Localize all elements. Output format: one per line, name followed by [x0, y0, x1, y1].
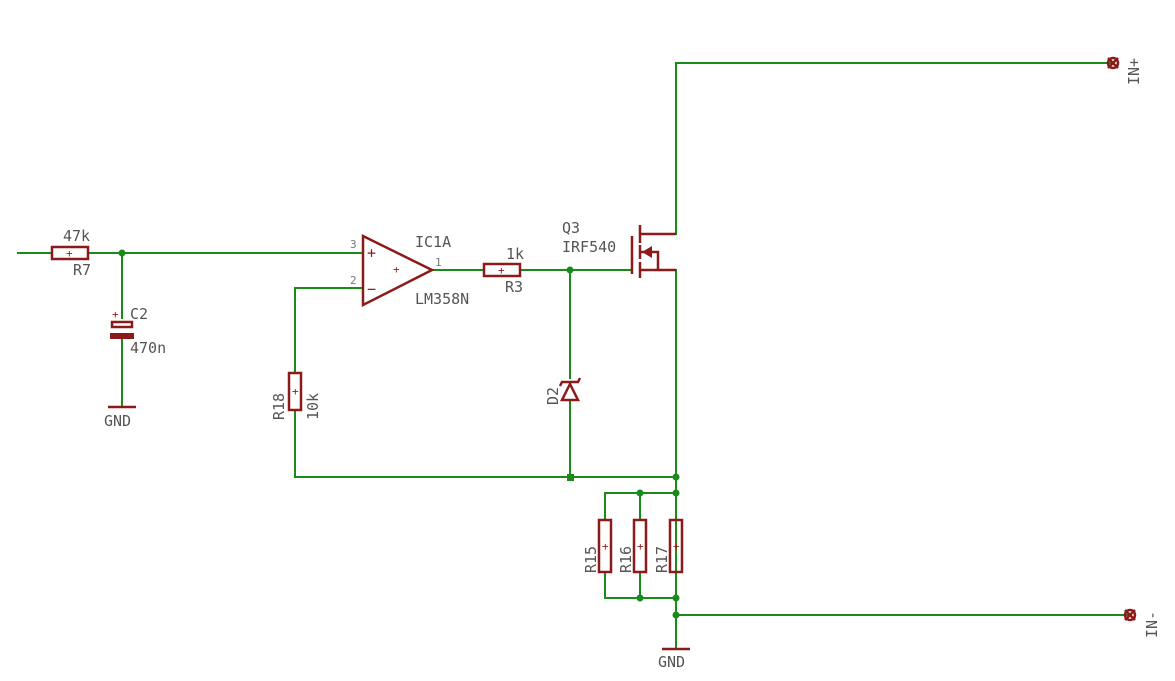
- resistor-r3-body: [482, 262, 522, 278]
- resistor-r3: + 1k R3: [482, 245, 524, 296]
- resistor-r16-body: [632, 518, 648, 574]
- resistor-plus-sign: +: [637, 540, 644, 553]
- diode-d2-zener-bar: [558, 377, 582, 387]
- junction-dot: [636, 594, 644, 602]
- resistor-plus-sign: +: [602, 540, 609, 553]
- gnd-left-label: GND: [104, 412, 131, 430]
- capacitor-c2: + C2 470n: [110, 305, 166, 357]
- resistor-r16: + R16: [617, 518, 648, 574]
- d2-name-label: D2: [544, 387, 562, 405]
- r16-name-label: R16: [617, 546, 635, 573]
- junction-dot: [672, 611, 680, 619]
- ic1-name-label: IC1A: [415, 233, 451, 251]
- wires: [17, 62, 1131, 648]
- resistor-plus-sign: +: [66, 247, 73, 260]
- resistor-r18-body: [287, 371, 303, 412]
- r15-name-label: R15: [582, 546, 600, 573]
- opamp-ic1a: + − + 3 2 1 IC1A LM358N: [350, 233, 469, 308]
- r7-value-label: 47k: [63, 227, 90, 245]
- diode-d2: D2: [544, 377, 582, 405]
- resistor-r15-body: [597, 518, 613, 574]
- connector-pad: [1123, 608, 1137, 622]
- q3-name-label: Q3: [562, 219, 580, 237]
- opamp-inv-sign: −: [367, 280, 376, 298]
- resistor-r18: + R18 10k: [270, 371, 322, 420]
- mosfet-q3: Q3 IRF540: [562, 219, 676, 278]
- wire-sense-bus: [294, 409, 677, 478]
- resistor-r7: + 47k R7: [50, 227, 91, 279]
- resistor-r7-body: [50, 245, 90, 261]
- resistor-r17: + R17: [653, 518, 684, 574]
- diode-d2-triangle: [559, 381, 581, 402]
- capacitor-polarity-sign: +: [112, 308, 119, 321]
- ground-symbol-bottom: GND: [658, 647, 690, 671]
- pin-number-noninv: 3: [350, 238, 357, 251]
- r18-value-label: 10k: [304, 393, 322, 420]
- r7-name-label: R7: [73, 261, 91, 279]
- opamp-triangle: [361, 233, 435, 308]
- wire-inv-to-r18: [294, 287, 363, 374]
- junction-dot: [566, 266, 574, 274]
- r3-value-label: 1k: [506, 245, 524, 263]
- ground-symbol-left: GND: [104, 405, 136, 430]
- capacitor-c2-plate-top: [110, 320, 134, 329]
- r17-name-label: R17: [653, 546, 671, 573]
- connector-cross: [1107, 57, 1119, 69]
- gnd-bottom-label: GND: [658, 653, 685, 671]
- capacitor-c2-plate-bottom: [110, 333, 134, 339]
- in-minus-label: IN-: [1143, 611, 1161, 638]
- mosfet-arrow: [642, 246, 652, 258]
- junction-dot: [567, 474, 574, 481]
- c2-value-label: 470n: [130, 339, 166, 357]
- connector-pad: [1106, 56, 1120, 70]
- resistor-r15: + R15: [582, 518, 613, 574]
- ic1-value-label: LM358N: [415, 290, 469, 308]
- wire-drain-to-inplus: [645, 62, 1114, 235]
- opamp-noninv-sign: +: [367, 244, 376, 262]
- connector-in-plus: IN+: [1106, 56, 1143, 85]
- c2-name-label: C2: [130, 305, 148, 323]
- r18-name-label: R18: [270, 393, 288, 420]
- junction-dot: [118, 249, 126, 257]
- junctions: [118, 249, 680, 619]
- resistor-plus-sign: +: [498, 264, 505, 277]
- connector-in-minus: IN-: [1123, 608, 1161, 638]
- r3-name-label: R3: [505, 278, 523, 296]
- resistor-plus-sign: +: [292, 385, 299, 398]
- junction-dot: [672, 473, 680, 481]
- pin-number-inv: 2: [350, 274, 357, 287]
- q3-value-label: IRF540: [562, 238, 616, 256]
- pin-number-out: 1: [435, 256, 442, 269]
- resistor-plus-sign: +: [673, 540, 680, 553]
- opamp-power-sign: +: [393, 263, 400, 276]
- junction-dot: [636, 489, 644, 497]
- connector-cross: [1124, 609, 1136, 621]
- junction-dot: [672, 489, 680, 497]
- junction-dot: [672, 594, 680, 602]
- resistor-r17-body: [668, 518, 684, 574]
- in-plus-label: IN+: [1125, 58, 1143, 85]
